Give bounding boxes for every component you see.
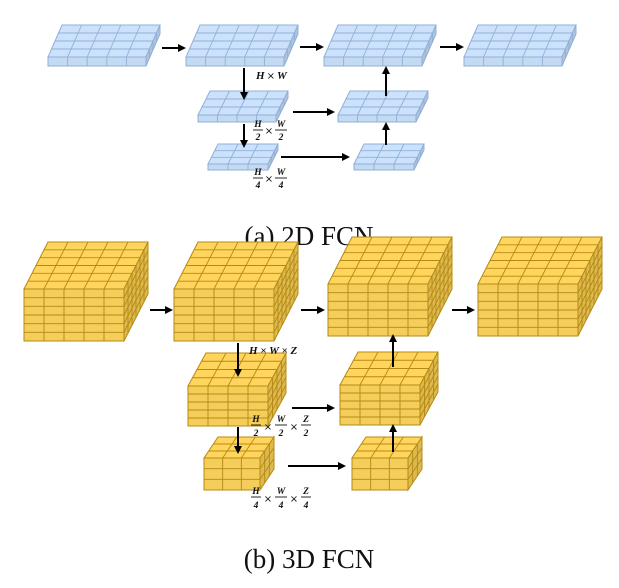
svg-text:4: 4: [278, 181, 284, 191]
svg-text:H: H: [251, 415, 260, 425]
svg-text:2: 2: [255, 133, 261, 143]
svg-text:4: 4: [253, 501, 259, 511]
feature-map-b-dec-half: [339, 351, 439, 426]
dim-label-a-quarter: H 4 × W 4: [253, 168, 287, 191]
svg-text:×: ×: [290, 422, 298, 433]
feature-map-b-input: [23, 241, 149, 342]
svg-text:W: W: [277, 120, 286, 130]
feature-map-a-enc-quarter: [207, 143, 279, 171]
panel-2d-fcn: H×W H 2 × W 2 H 4 × W 4 (a) 2D FCN: [47, 24, 577, 251]
feature-map-a-dec-full: [323, 24, 437, 67]
svg-text:Z: Z: [302, 487, 309, 497]
feature-map-b-dec-quarter: [351, 435, 423, 492]
dim-label-a-full: H×W: [255, 70, 288, 82]
feature-map-b-enc-quarter: [203, 435, 275, 492]
svg-text:2: 2: [278, 133, 284, 143]
svg-text:4: 4: [303, 501, 309, 511]
dim-label-b-quarter: H 4 × W 4 × Z 4: [251, 487, 311, 511]
feature-map-b-dec-full: [327, 236, 453, 337]
svg-text:W: W: [277, 168, 286, 178]
feature-map-a-dec-quarter: [353, 143, 425, 171]
panel-3d-fcn: H × W × Z H 2 × W 2 × Z 2 H 4 × W 4 × Z …: [23, 236, 603, 574]
dim-label-a-half: H 2 × W 2: [253, 120, 287, 143]
svg-text:4: 4: [255, 181, 261, 191]
feature-map-a-dec-half: [337, 90, 429, 123]
feature-map-b-enc-full: [173, 241, 299, 342]
svg-text:×: ×: [265, 126, 273, 137]
svg-text:×: ×: [264, 422, 272, 433]
feature-map-a-enc-full: [185, 24, 299, 67]
feature-map-a-input: [47, 24, 161, 67]
svg-text:W: W: [277, 487, 286, 497]
svg-text:×: ×: [290, 494, 298, 505]
svg-text:2: 2: [303, 429, 309, 439]
svg-text:×: ×: [264, 494, 272, 505]
svg-text:H: H: [253, 168, 262, 178]
svg-text:4: 4: [278, 501, 284, 511]
svg-text:H: H: [251, 487, 260, 497]
feature-map-a-output: [463, 24, 577, 67]
svg-text:2: 2: [278, 429, 284, 439]
svg-text:Z: Z: [302, 415, 309, 425]
dim-label-b-full: H × W × Z: [248, 345, 297, 357]
svg-text:×: ×: [265, 174, 273, 185]
svg-text:2: 2: [253, 429, 259, 439]
svg-text:W: W: [277, 415, 286, 425]
svg-text:H: H: [253, 120, 262, 130]
feature-map-b-output: [477, 236, 603, 337]
feature-map-b-enc-half: [187, 352, 287, 427]
dim-label-b-half: H 2 × W 2 × Z 2: [251, 415, 311, 439]
caption-3d-fcn: (b) 3D FCN: [244, 544, 375, 574]
